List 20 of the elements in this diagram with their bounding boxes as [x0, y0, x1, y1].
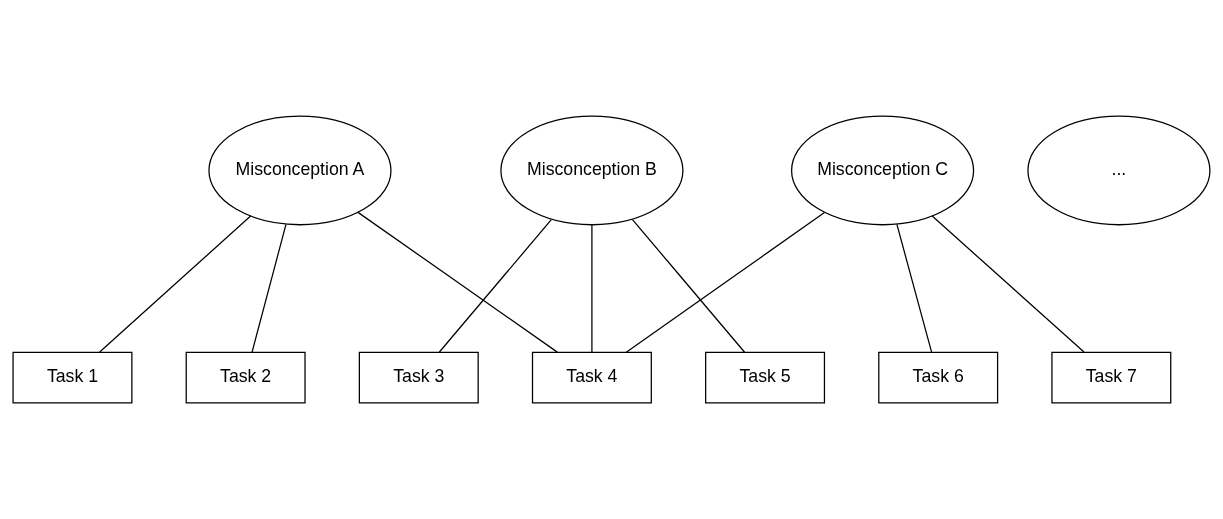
- node-box: Task 2: [185, 351, 306, 404]
- connector: [99, 215, 252, 353]
- connector: [438, 219, 552, 353]
- node-ellipse: ...: [1027, 115, 1211, 226]
- node-ellipse: Misconception A: [208, 115, 392, 226]
- connector: [591, 224, 593, 353]
- node-box: Task 1: [12, 351, 133, 404]
- node-ellipse: Misconception B: [500, 115, 684, 226]
- connector: [625, 211, 826, 353]
- node-box: Task 4: [531, 351, 652, 404]
- connector: [251, 223, 287, 353]
- node-box: Task 6: [878, 351, 999, 404]
- node-ellipse: Misconception C: [790, 115, 975, 226]
- connector: [931, 215, 1085, 353]
- node-box: Task 3: [358, 351, 479, 404]
- connector: [896, 223, 933, 353]
- connector: [631, 219, 746, 353]
- connector: [357, 211, 558, 353]
- node-box: Task 7: [1051, 351, 1172, 404]
- node-box: Task 5: [705, 351, 826, 404]
